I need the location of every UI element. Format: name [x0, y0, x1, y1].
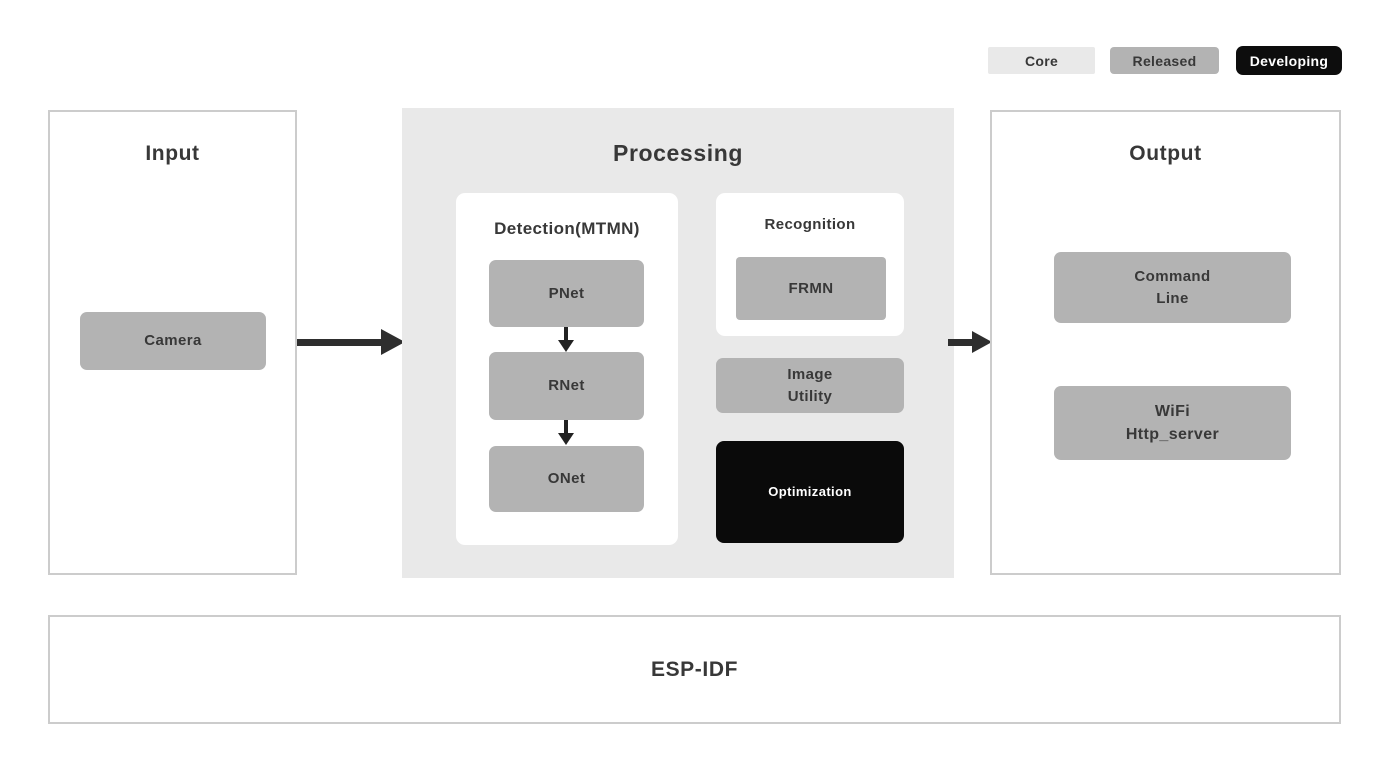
image-utility-module: Image Utility [716, 358, 904, 413]
processing-panel-title: Processing [613, 140, 743, 166]
detection-group-title: Detection(MTMN) [494, 219, 640, 238]
command-line-module: Command Line [1054, 252, 1291, 323]
processing-panel: Processing Detection(MTMN) PNet RNet ONe… [402, 108, 954, 578]
command-line-label-line2: Line [1156, 289, 1189, 307]
arrow-head-icon [381, 329, 405, 355]
image-utility-label-line1: Image [787, 365, 833, 383]
recognition-group-title: Recognition [764, 216, 856, 233]
rnet-to-onet-arrow [554, 420, 578, 445]
image-utility-label-line2: Utility [787, 387, 833, 405]
wifi-http-server-module: WiFi Http_server [1054, 386, 1291, 460]
pnet-to-rnet-arrow [554, 327, 578, 352]
legend-item-released: Released [1110, 47, 1219, 74]
esp-idf-panel: ESP-IDF [48, 615, 1341, 724]
input-to-processing-arrow [297, 329, 405, 355]
arrow-line [948, 338, 972, 346]
arrow-line [564, 327, 568, 340]
arrow-head-icon [558, 340, 574, 352]
input-panel-title: Input [145, 142, 200, 165]
recognition-group: Recognition FRMN [716, 193, 904, 336]
legend-item-core: Core [988, 47, 1095, 74]
camera-module: Camera [80, 312, 266, 370]
legend-item-developing: Developing [1236, 46, 1342, 75]
pnet-module: PNet [489, 260, 644, 327]
frmn-module: FRMN [736, 257, 886, 320]
wifi-label-line2: Http_server [1125, 426, 1220, 443]
onet-module: ONet [489, 446, 644, 512]
rnet-module: RNet [489, 352, 644, 420]
command-line-label-line1: Command [1134, 267, 1211, 285]
detection-group: Detection(MTMN) PNet RNet ONet [456, 193, 678, 545]
output-panel: Output Command Line WiFi Http_server [990, 110, 1341, 575]
input-panel: Input Camera [48, 110, 297, 575]
arrow-line [297, 338, 381, 346]
arrow-line [564, 420, 568, 433]
output-panel-title: Output [1129, 142, 1202, 165]
arrow-head-icon [972, 331, 992, 353]
arrow-head-icon [558, 433, 574, 445]
esp-idf-title: ESP-IDF [650, 657, 739, 681]
processing-to-output-arrow [948, 331, 992, 353]
optimization-module: Optimization [716, 441, 904, 543]
wifi-label-line1: WiFi [1154, 402, 1191, 420]
